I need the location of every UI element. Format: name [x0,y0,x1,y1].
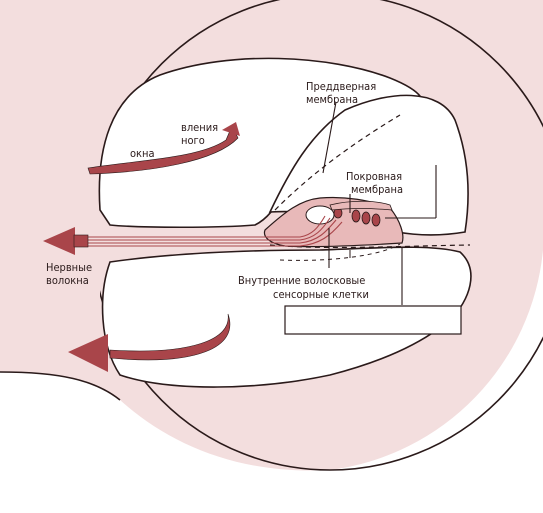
shell-lower-edge [0,371,121,401]
vestibular-membrane-dashed [274,114,401,211]
label-nerve-fibers-1: Нервные [46,261,92,274]
label-tectorial-membrane-1: Покровная [346,170,402,183]
label-tectorial-membrane-2: мембрана [351,183,403,196]
round-window-arrow [109,313,231,361]
empty-label-box [284,305,462,335]
leader-vestibular [322,101,337,174]
outer-ring-outline [100,0,543,471]
label-nerve-fibers-2: волокна [46,274,89,287]
inner-tunnel [305,205,335,225]
round-window-arrow-head [68,334,108,372]
label-oval-window-2: ного [181,134,205,147]
nerve-arrow-head [43,227,75,255]
basilar-membrane-dashed-2 [279,243,401,261]
label-vestibular-membrane-2: мембрана [306,93,358,106]
tectorial-membrane [329,200,393,211]
label-inner-hair-cells-2: сенсорные клетки [273,288,369,301]
nerve-fibers [88,215,343,247]
label-inner-hair-cells-1: Внутренние волосковые [238,274,365,287]
label-vestibular-membrane-1: Преддверная [306,80,376,93]
label-oval-window-3: окна [130,147,155,160]
hair-cells [333,207,381,227]
label-oval-window-1: вления [181,121,218,134]
